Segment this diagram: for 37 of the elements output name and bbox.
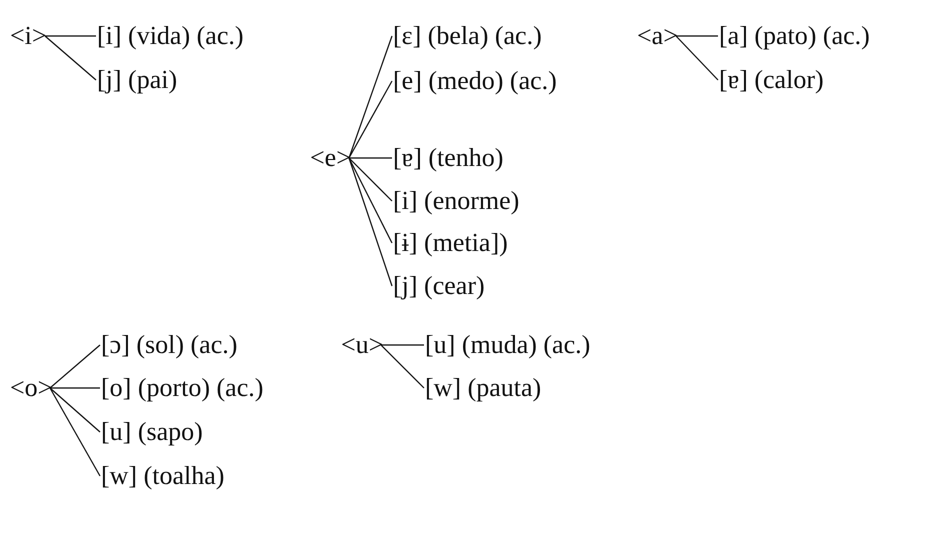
phone-label: [ɐ] (tenho) xyxy=(392,143,504,173)
phone-label: [w] (toalha) xyxy=(100,461,226,491)
branch-line xyxy=(44,36,96,80)
grapheme-label: <e> xyxy=(310,143,351,173)
grapheme-label: <a> xyxy=(637,21,678,51)
branch-line xyxy=(348,80,393,158)
branch-line xyxy=(380,344,424,388)
branch-line xyxy=(50,344,100,388)
phone-label: [j] (cear) xyxy=(392,271,486,301)
phone-label: [ɛ] (bela) (ac.) xyxy=(392,21,543,51)
grapheme-label: <i> xyxy=(10,21,47,51)
phone-label: [w] (pauta) xyxy=(424,373,542,403)
phone-label: [i] (vida) (ac.) xyxy=(96,21,245,51)
branch-line xyxy=(348,158,393,286)
phone-label: [i] (enorme) xyxy=(392,186,520,216)
phone-label: [j] (pai) xyxy=(96,65,178,95)
branch-line xyxy=(348,158,392,202)
phone-label: [ɐ] (calor) xyxy=(718,65,825,95)
branch-line xyxy=(349,157,392,159)
branch-line xyxy=(676,36,718,80)
branch-line xyxy=(49,388,101,476)
branch-line xyxy=(50,387,100,389)
branch-line xyxy=(348,158,393,244)
phone-label: [a] (pato) (ac.) xyxy=(718,21,871,51)
branch-line xyxy=(50,388,100,432)
phone-label: [e] (medo) (ac.) xyxy=(392,66,558,96)
phone-label: [o] (porto) (ac.) xyxy=(100,373,264,403)
branch-line xyxy=(348,36,393,158)
grapheme-label: <u> xyxy=(341,330,384,360)
branch-line xyxy=(381,344,424,346)
phone-label: [ɔ] (sol) (ac.) xyxy=(100,330,238,360)
branch-line xyxy=(676,35,718,37)
phone-label: [ɨ] (metia]) xyxy=(392,228,509,258)
phone-label: [u] (sapo) xyxy=(100,417,204,447)
grapheme-label: <o> xyxy=(10,373,52,403)
branch-line xyxy=(45,35,96,37)
phone-label: [u] (muda) (ac.) xyxy=(424,330,592,360)
